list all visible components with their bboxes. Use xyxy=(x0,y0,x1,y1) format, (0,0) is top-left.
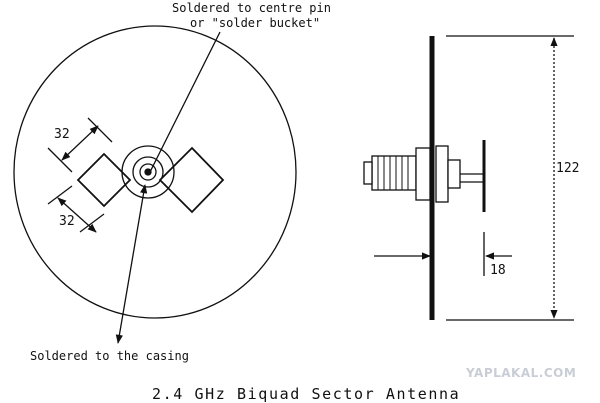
dim-lower-arrow xyxy=(57,197,97,233)
dim-upper-extension-b xyxy=(47,147,73,173)
label-centre-pin-line1: Soldered to centre pin xyxy=(172,1,331,15)
watermark: YAPLAKAL.COM xyxy=(465,366,576,380)
connector-centre-ring xyxy=(139,163,157,181)
connector-flange-rear xyxy=(435,145,449,203)
left-square-element xyxy=(76,152,132,208)
connector-shell xyxy=(132,156,164,188)
right-square-element xyxy=(158,146,225,214)
dim-label-reflector-height: 122 xyxy=(556,161,579,176)
reflector-disc xyxy=(13,25,297,319)
centre-pin xyxy=(144,168,152,176)
connector-tip xyxy=(363,161,373,185)
centre-pin-pointer xyxy=(149,31,221,173)
connector-threads xyxy=(377,156,409,190)
casing-pointer xyxy=(115,184,148,344)
dim-label-element-spacing: 18 xyxy=(490,263,506,278)
dim-lower-extension-b xyxy=(79,213,105,233)
dim-label-square-upper: 32 xyxy=(54,127,70,142)
connector-nut xyxy=(415,147,431,201)
connector-stub xyxy=(447,159,461,189)
label-centre-pin-line2: or "solder bucket" xyxy=(190,16,320,30)
connector-thread-body xyxy=(371,155,417,191)
diagram-title: 2.4 GHz Biquad Sector Antenna xyxy=(152,385,460,403)
label-casing: Soldered to the casing xyxy=(30,349,189,363)
dim-lower-extension-a xyxy=(47,185,73,205)
dim-upper-arrow xyxy=(61,125,99,161)
front-view xyxy=(13,25,297,344)
side-view xyxy=(363,35,574,321)
connector-outer-ring xyxy=(121,145,175,199)
dim-label-square-lower: 32 xyxy=(59,214,75,229)
dim-upper-extension-a xyxy=(87,117,113,143)
